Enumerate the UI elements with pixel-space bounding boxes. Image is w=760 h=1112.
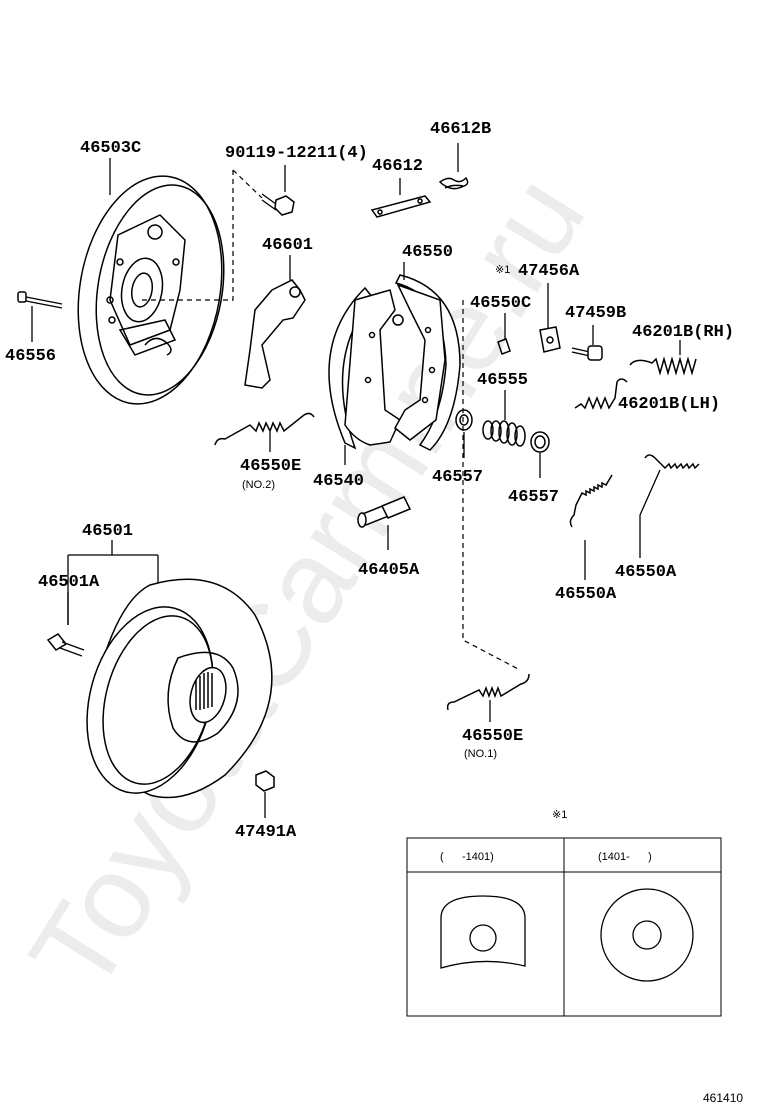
inset-note-mark: ※1 [552,809,567,821]
spring-46201B-rh [629,340,697,376]
backing-plate [77,175,225,405]
label-46503C: 46503C [80,139,141,158]
label-46540: 46540 [313,472,364,491]
spring-46550E-no2 [214,412,315,452]
label-46501: 46501 [82,522,133,541]
label-47491A: 47491A [235,823,297,842]
label-46557-right: 46557 [508,488,559,507]
label-46555: 46555 [477,371,528,390]
lever-46601 [244,255,306,389]
label-46550E-no1: 46550E [462,727,523,746]
adjuster-46612 [370,178,432,218]
label-47459B: 47459B [565,304,626,323]
spring-46612B [438,143,469,190]
clip-46550C [497,313,511,355]
cap-46557-right [530,431,550,478]
spring-46555 [482,390,526,447]
bolt-46556 [17,291,63,342]
bolt-47459B [571,325,603,361]
label-46550C: 46550C [470,294,531,313]
nut-47491A [255,770,275,818]
label-46501A: 46501A [38,573,100,592]
sublabel-46550E-no1: (NO.1) [464,748,497,760]
sublabel-46550E-no2: (NO.2) [242,479,275,491]
label-47456A: 47456A [518,262,580,281]
label-46405A: 46405A [358,561,420,580]
label-46550A-left: 46550A [555,585,617,604]
bolt-90119 [261,165,295,216]
label-46550: 46550 [402,243,453,262]
spring-46550E-no1 [446,673,530,722]
label-46612B: 46612B [430,120,491,139]
inset-table: ※1 ( -1401) (1401- ) [406,809,722,1017]
mark-47456A: ※1 [495,264,510,276]
label-46601: 46601 [262,236,313,255]
label-90119: 90119-12211(4) [225,144,368,163]
inset-col2-header: (1401- ) [598,851,652,863]
plate-47456A [539,283,561,353]
spring-46550A-b [639,454,700,558]
leader-dashed-46550E [462,300,521,671]
label-46550E-no2: 46550E [240,457,301,476]
spring-46550A-a [569,474,613,580]
cap-46557-left [455,409,473,458]
leader-dashed-90119 [140,170,234,301]
brake-drum [67,540,273,799]
adjuster-46405A [357,496,412,550]
figure-number: 461410 [703,1091,743,1105]
inset-col1-header: ( -1401) [440,851,494,863]
label-46557-left: 46557 [432,468,483,487]
brake-shoes [328,274,461,451]
spring-46201B-lh [574,378,628,411]
label-46201B-rh: 46201B(RH) [632,323,734,342]
bolt-46501A [46,633,85,657]
label-46550A-right: 46550A [615,563,677,582]
label-46612: 46612 [372,157,423,176]
label-46556: 46556 [5,347,56,366]
label-46201B-lh: 46201B(LH) [618,395,720,414]
